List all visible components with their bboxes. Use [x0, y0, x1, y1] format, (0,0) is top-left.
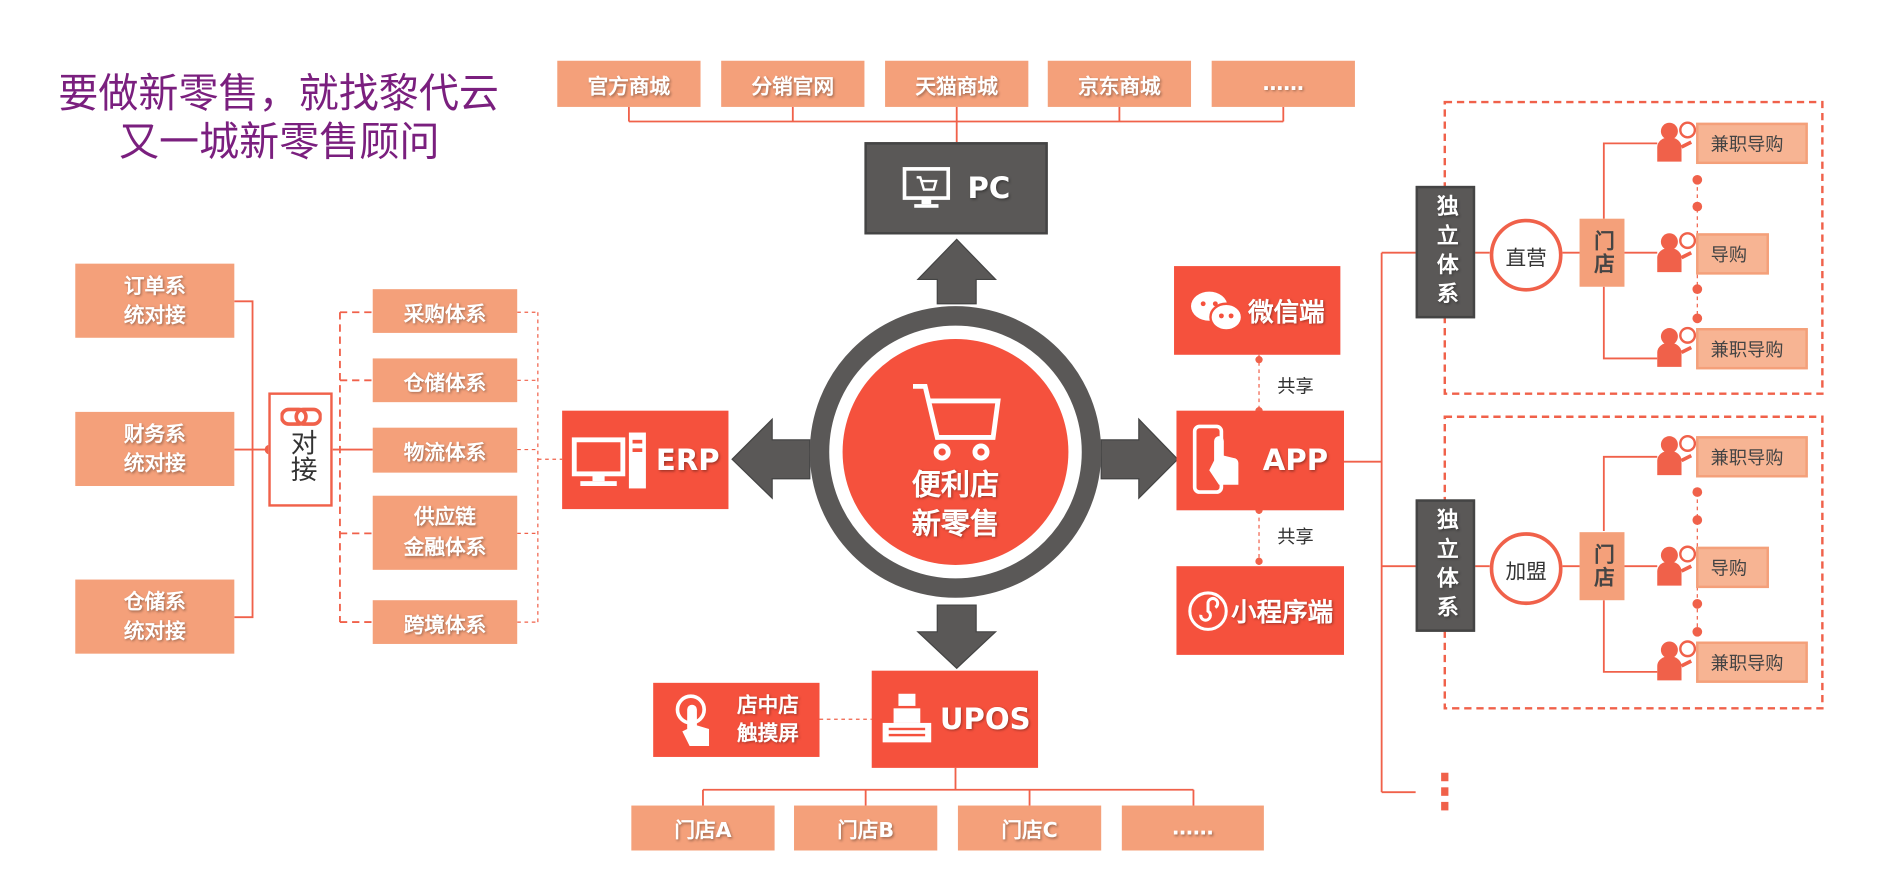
operation-type: 直营 [1489, 218, 1563, 292]
miniprogram-label: 小程序端 [1231, 597, 1334, 627]
store-c: 门店C [957, 805, 1102, 851]
store-box: 门店 [1579, 218, 1625, 287]
label-line-2: 统对接 [123, 303, 186, 328]
slogan-line-1: 要做新零售，就找黎代云 [58, 69, 499, 117]
arrow-up [916, 238, 997, 305]
touchscreen-line-1: 店中店 [736, 693, 799, 718]
pc-label: PC [967, 171, 1011, 206]
part-time-guide-label: 兼职导购 [1696, 122, 1808, 165]
part-time-guide-label: 兼职导购 [1696, 436, 1808, 478]
salesperson-icon [1657, 121, 1697, 162]
touchscreen-node: 店中店 触摸屏 [653, 682, 820, 757]
channel-more: …… [1211, 60, 1355, 107]
label-line-2: 金融体系 [403, 535, 487, 560]
wechat-node: 微信端 [1174, 266, 1341, 355]
supply-chain-finance-system: 供应链金融体系 [372, 495, 518, 570]
miniprogram-node: 小程序端 [1176, 566, 1345, 655]
shopping-cart-icon [913, 383, 1001, 461]
finance-system-integration: 财务系统对接 [75, 411, 235, 486]
channel-tmall: 天猫商城 [885, 60, 1029, 107]
share-label-bottom: 共享 [1277, 526, 1314, 548]
slogan-line-2: 又一城新零售顾问 [118, 117, 440, 166]
operation-type: 加盟 [1489, 532, 1563, 606]
label-line-1: 财务系 [123, 422, 186, 447]
part-time-guide-label: 兼职导购 [1696, 641, 1808, 683]
arrow-right [1100, 417, 1179, 500]
salesperson-icon [1657, 640, 1697, 681]
independent-system-box: 独立体系 [1415, 499, 1476, 632]
channel-distribution-site: 分销官网 [721, 60, 865, 107]
sales-guide-label: 导购 [1696, 546, 1769, 589]
upos-label: UPOS [939, 702, 1031, 737]
order-system-integration: 订单系统对接 [75, 263, 235, 338]
arrow-down [916, 604, 998, 670]
app-node: APP [1176, 410, 1345, 511]
logistics-system: 物流体系 [372, 427, 518, 473]
store-b: 门店B [794, 805, 938, 851]
sales-guide-label: 导购 [1696, 233, 1769, 275]
part-time-guide-label: 兼职导购 [1696, 328, 1808, 370]
label-line-2: 统对接 [123, 451, 186, 476]
store-more: …… [1121, 805, 1264, 851]
phone-touch-icon [1192, 424, 1239, 494]
independent-system-box: 独立体系 [1415, 185, 1476, 319]
integration-node: 对接 [268, 392, 333, 507]
wechat-icon [1191, 290, 1244, 332]
salesperson-icon [1657, 232, 1697, 273]
center-line-2: 新零售 [911, 506, 1000, 541]
label-line-1: 订单系 [123, 273, 186, 299]
link-icon [279, 407, 322, 426]
cross-border-system: 跨境体系 [372, 600, 518, 644]
cash-register-icon [882, 693, 932, 743]
procurement-system: 采购体系 [372, 289, 518, 333]
monitor-cart-icon [902, 167, 950, 208]
salesperson-icon [1657, 434, 1697, 476]
miniprogram-icon [1188, 590, 1228, 631]
erp-label: ERP [655, 442, 720, 477]
store-box: 门店 [1579, 532, 1625, 601]
erp-node: ERP [562, 410, 729, 510]
share-label-top: 共享 [1277, 375, 1314, 398]
label-line-1: 仓储系 [123, 589, 186, 615]
app-label: APP [1262, 443, 1329, 478]
channel-jd: 京东商城 [1047, 60, 1192, 107]
salesperson-icon [1657, 326, 1697, 367]
warehousing-system: 仓储体系 [372, 358, 518, 403]
warehouse-system-integration: 仓储系统对接 [75, 579, 235, 654]
pc-node: PC [864, 142, 1048, 235]
computer-icon [572, 431, 647, 488]
arrow-left [731, 417, 811, 500]
center-line-1: 便利店 [911, 467, 1000, 502]
salesperson-icon [1657, 545, 1697, 586]
upos-node: UPOS [871, 670, 1039, 768]
center-circle [842, 338, 1069, 565]
center-label: 便利店 新零售 [874, 462, 1037, 547]
label-line-1: 供应链 [414, 504, 476, 530]
channel-official-mall: 官方商城 [557, 60, 701, 107]
touchscreen-line-2: 触摸屏 [736, 721, 799, 746]
wechat-label: 微信端 [1248, 297, 1325, 327]
store-a: 门店A [631, 805, 775, 851]
integration-label: 对接 [285, 428, 317, 483]
touch-icon [675, 693, 710, 746]
center-ring [809, 306, 1102, 598]
label-line-2: 统对接 [123, 619, 186, 644]
